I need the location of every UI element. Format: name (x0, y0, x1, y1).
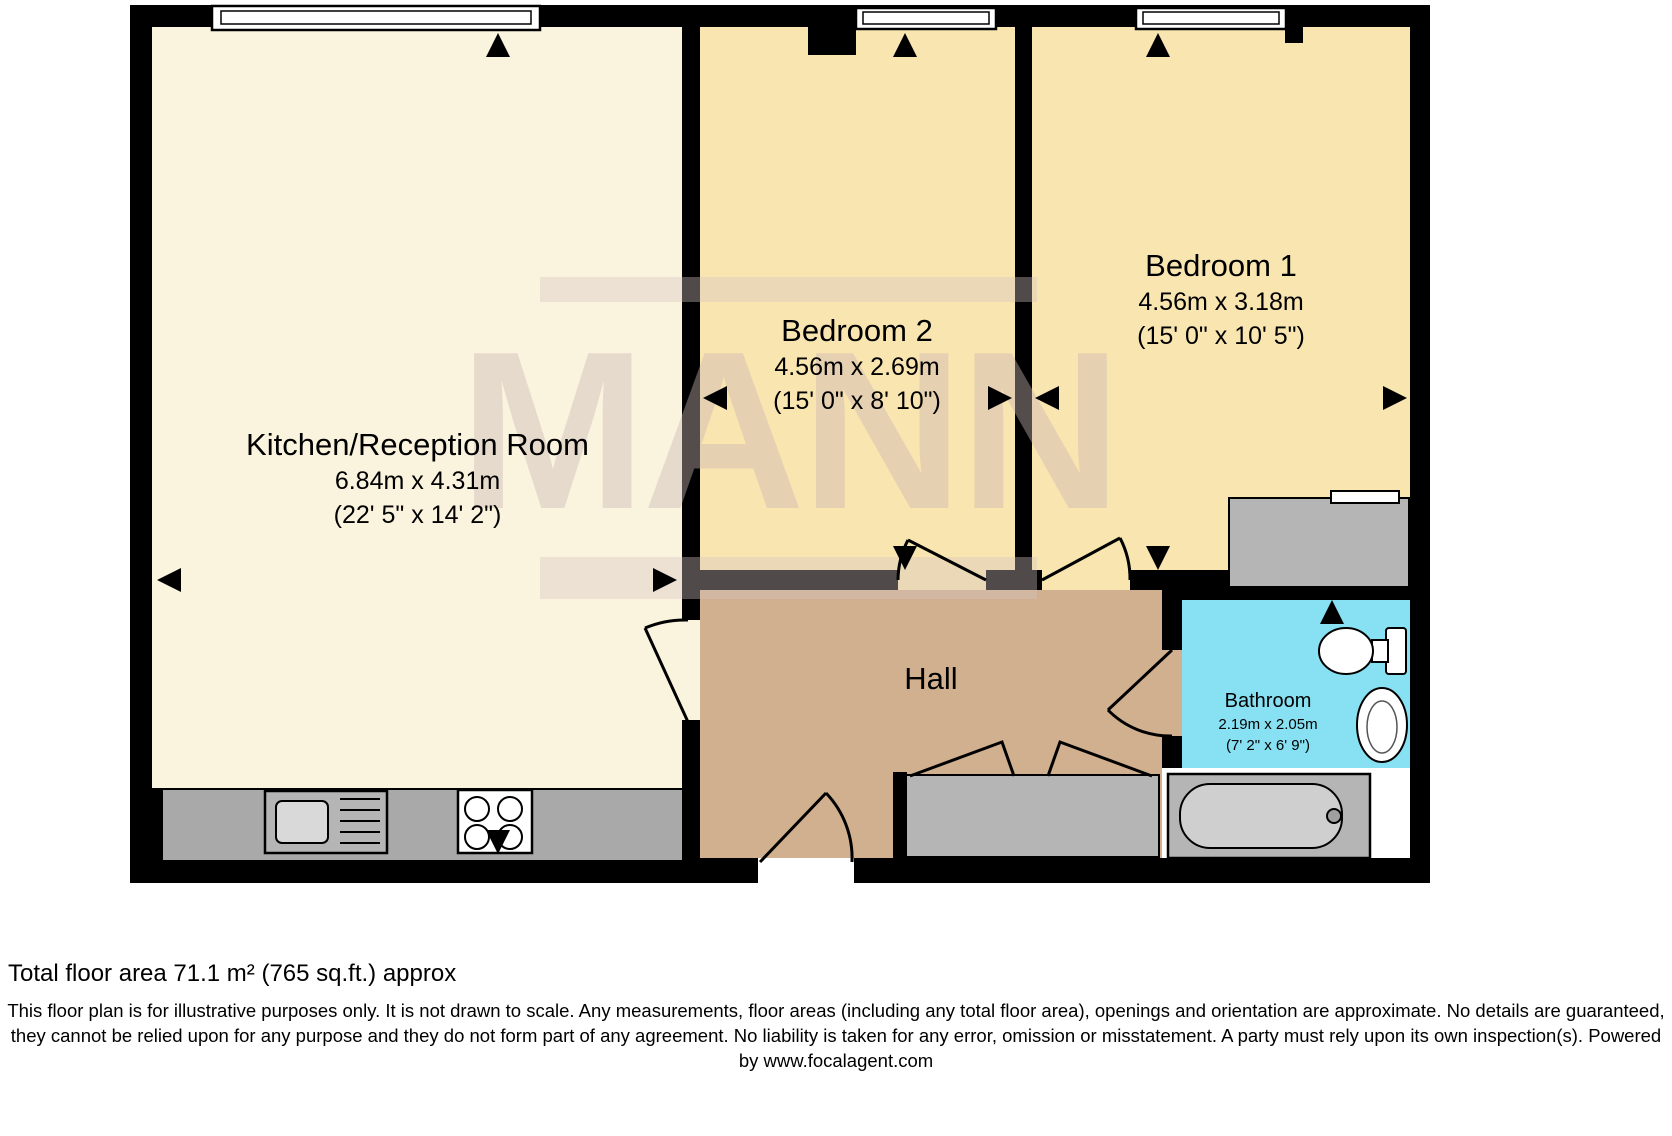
bedroom2-label: Bedroom 2 4.56m x 2.69m (15' 0" x 8' 10"… (707, 312, 1007, 418)
wardrobe (1228, 497, 1410, 588)
hall-closet (905, 774, 1160, 858)
room-bedroom2-floor (700, 27, 1015, 570)
room-kitchen-floor (152, 27, 682, 788)
room-bedroom1-floor (1032, 27, 1410, 570)
bedroom2-dims-m: 4.56m x 2.69m (774, 353, 940, 381)
kitchen-dims-ft: (22' 5" x 14' 2") (333, 501, 502, 529)
watermark-band-top (540, 277, 1037, 302)
bath-recess-floor (1162, 768, 1410, 858)
kitchen-dims-m: 6.84m x 4.31m (334, 467, 501, 495)
hall-name: Hall (904, 661, 958, 696)
bedroom1-label: Bedroom 1 4.56m x 3.18m (15' 0" x 10' 5"… (1071, 247, 1371, 353)
bedroom1-dims-ft: (15' 0" x 10' 5") (1137, 322, 1305, 350)
bedroom1-name: Bedroom 1 (1145, 248, 1297, 283)
door-opening-kitchen (682, 620, 700, 720)
wardrobe-window (1330, 490, 1400, 504)
door-opening-bedroom1 (1042, 570, 1130, 590)
disclaimer-text: This floor plan is for illustrative purp… (7, 1000, 1665, 1071)
bedroom2-name: Bedroom 2 (781, 313, 933, 348)
hall-label: Hall (831, 660, 1031, 698)
bedroom2-dims-ft: (15' 0" x 8' 10") (773, 387, 941, 415)
bathroom-name: Bathroom (1224, 690, 1312, 712)
wall-stub-closet (893, 772, 907, 860)
kitchen-label: Kitchen/Reception Room 6.84m x 4.31m (22… (200, 426, 635, 532)
wall-step-bedroom2 (808, 27, 856, 55)
bathroom-label: Bathroom 2.19m x 2.05m (7' 2" x 6' 9") (1168, 688, 1368, 756)
bedroom1-dims-m: 4.56m x 3.18m (1138, 288, 1304, 316)
bathroom-dims-ft: (7' 2" x 6' 9") (1226, 737, 1310, 754)
wall-step-bedroom1 (1285, 27, 1303, 43)
door-opening-entrance (758, 858, 854, 883)
watermark-text: MANN (459, 303, 1122, 556)
total-floor-area: Total floor area 71.1 m² (765 sq.ft.) ap… (8, 960, 457, 987)
bathroom-dims-m: 2.19m x 2.05m (1218, 716, 1318, 733)
kitchen-name: Kitchen/Reception Room (246, 427, 589, 462)
kitchen-counter (163, 788, 682, 860)
